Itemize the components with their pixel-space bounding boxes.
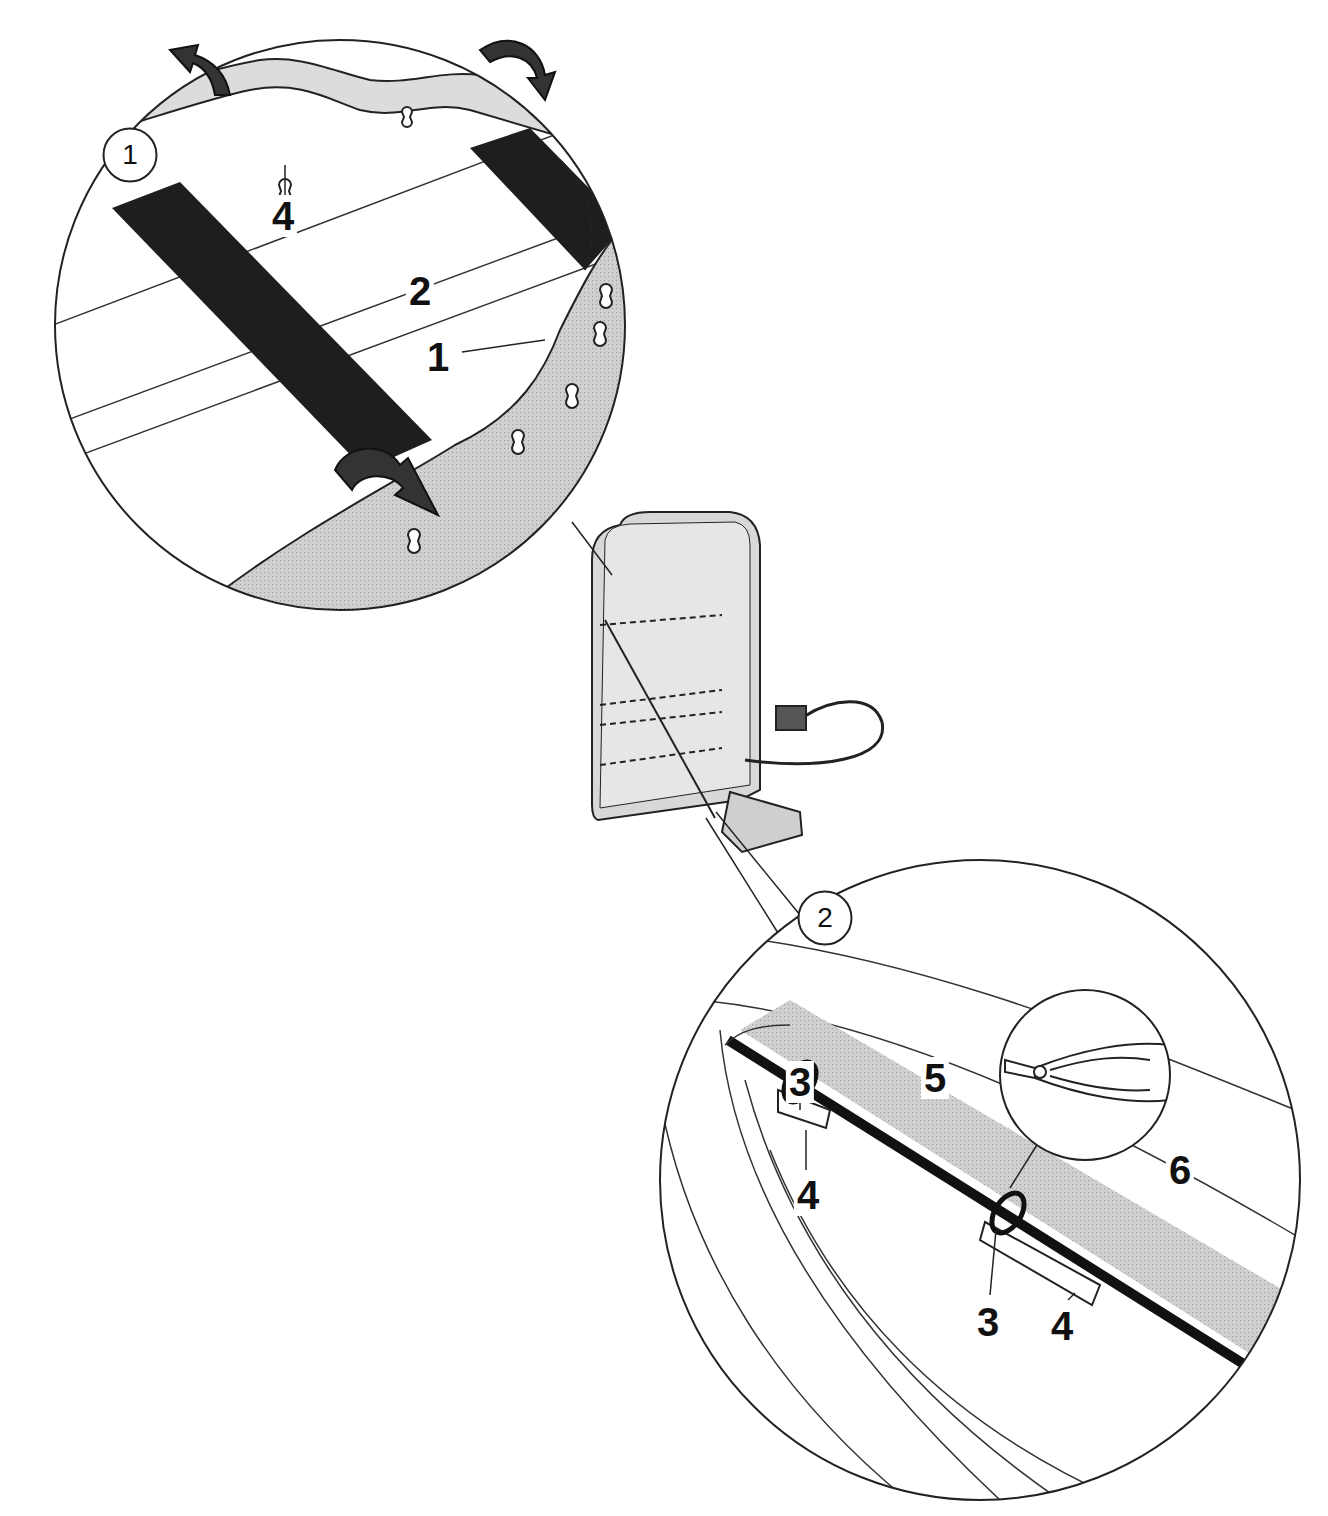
direction-arrow <box>335 449 438 515</box>
detail-view-upper <box>560 160 592 270</box>
circled-view-number: 2 <box>797 890 853 946</box>
detail-view-lower <box>660 860 1320 1510</box>
direction-arrow <box>170 45 230 95</box>
detail-circle <box>660 860 1300 1500</box>
pliers-inset <box>1000 990 1170 1160</box>
callout-number: 5 <box>921 1057 949 1099</box>
seat-backrest <box>605 620 715 818</box>
keyhole-slot <box>279 107 612 553</box>
detail-circle <box>55 40 625 610</box>
keyhole-slot <box>402 107 412 127</box>
pliers-inset <box>1035 1044 1170 1102</box>
leader-line <box>1068 1293 1075 1300</box>
detail-view-upper <box>112 182 432 470</box>
seat-backrest <box>600 615 722 765</box>
cable-tie-ring <box>985 1187 1030 1238</box>
seat-backrest <box>722 792 802 852</box>
callout-number: 3 <box>974 1301 1002 1343</box>
direction-arrow <box>480 41 555 100</box>
view-number: 1 <box>102 127 158 183</box>
keyhole-slot <box>566 384 578 408</box>
keyhole-slot <box>600 284 612 308</box>
callout-number: 4 <box>1048 1305 1076 1347</box>
keyhole-slot <box>408 529 420 553</box>
cable-tie-ring <box>777 1056 822 1107</box>
leader-line <box>572 522 800 933</box>
pliers-inset <box>1050 1058 1150 1091</box>
seat-backrest <box>745 702 883 764</box>
detail-view-lower <box>660 860 1300 1500</box>
leader-line <box>990 1230 996 1295</box>
leader-line <box>716 812 800 915</box>
seat-backrest <box>592 512 760 820</box>
callout-number: 4 <box>794 1174 822 1216</box>
view-number: 2 <box>797 890 853 946</box>
leader-line <box>1010 1140 1040 1188</box>
callout-number: 4 <box>269 195 297 237</box>
seat-backrest <box>592 512 883 852</box>
keyhole-slot <box>512 430 524 454</box>
pliers-inset <box>1034 1066 1046 1078</box>
keyhole-slot <box>594 322 606 346</box>
leader-line <box>572 522 612 575</box>
callout-number: 3 <box>786 1061 814 1103</box>
callout-number: 2 <box>406 270 434 312</box>
pliers-inset <box>1005 1060 1035 1078</box>
callout-number: 1 <box>424 336 452 378</box>
leader-line <box>284 165 286 197</box>
leader-line <box>462 340 545 352</box>
detail-view-lower <box>728 1040 1250 1368</box>
detail-view-upper <box>40 40 660 640</box>
seat-backrest <box>776 706 806 730</box>
cable-tie-ring <box>777 1056 1030 1238</box>
seat-backrest <box>600 522 750 808</box>
leader-line <box>799 1102 801 1110</box>
callout-number: 6 <box>1166 1149 1194 1191</box>
pliers-inset <box>1005 1044 1170 1102</box>
circled-view-number: 1 <box>102 127 158 183</box>
direction-arrow <box>170 41 555 515</box>
detail-view-upper <box>470 128 625 270</box>
detail-view-lower <box>725 1025 790 1045</box>
leader-line <box>805 1130 807 1170</box>
pliers-inset <box>1000 990 1170 1160</box>
